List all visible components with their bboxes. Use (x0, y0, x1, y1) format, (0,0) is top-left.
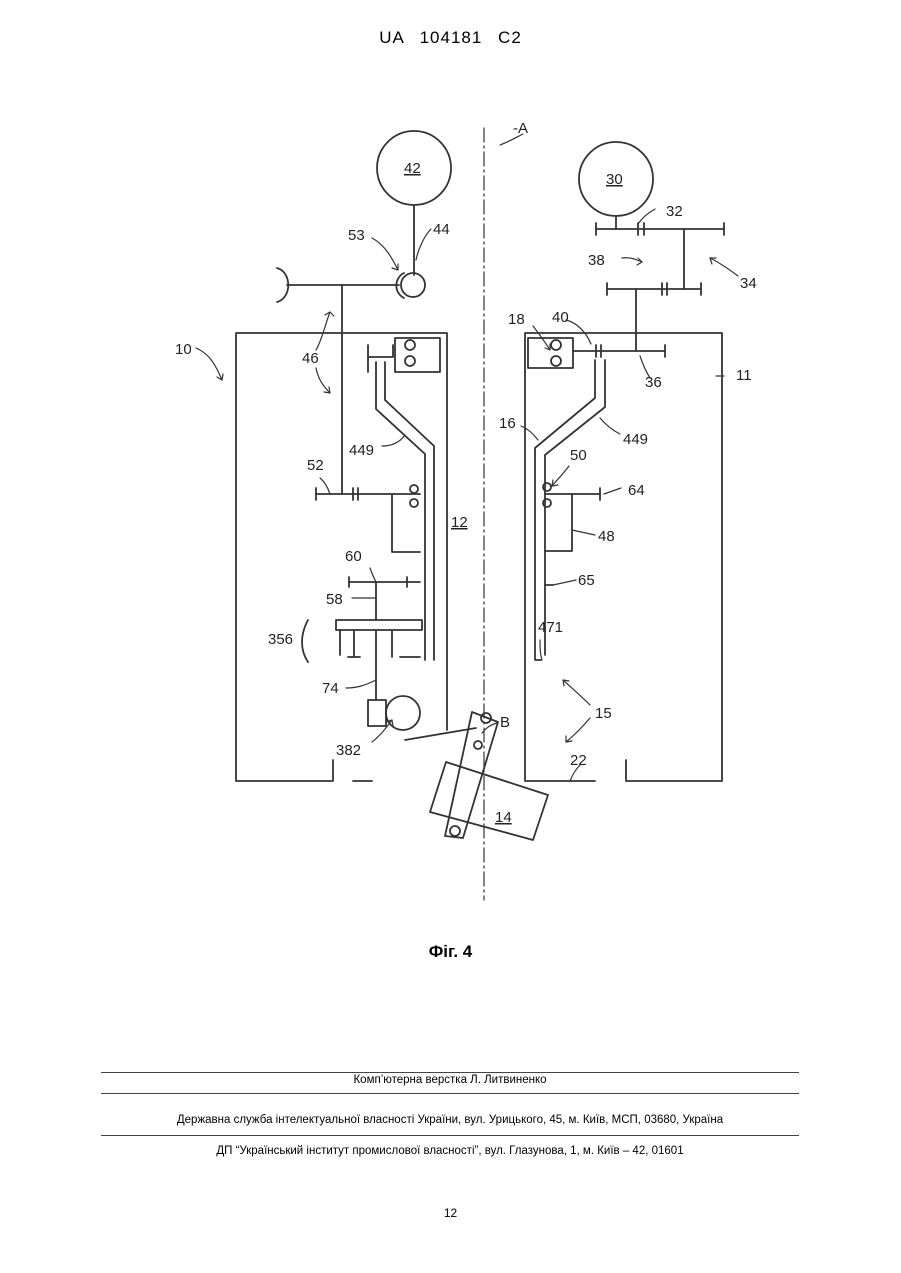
footer-agency-address: Державна служба інтелектуальної власност… (101, 1114, 799, 1126)
label-b: B (500, 714, 510, 731)
label-36: 36 (645, 374, 662, 391)
roller-frame-left (395, 338, 440, 372)
label-22: 22 (570, 752, 587, 769)
label-44: 44 (433, 221, 450, 238)
top-left-bracket (368, 345, 393, 372)
label-471: 471 (538, 619, 563, 636)
figure-drawing: -A 42 44 53 46 10 449 52 12 60 58 356 74… (0, 0, 901, 1000)
label-60: 60 (345, 548, 362, 565)
label-53: 53 (348, 227, 365, 244)
roller-right-2 (551, 356, 561, 366)
motor-382-block (368, 700, 386, 726)
roller-frame-right (528, 338, 573, 368)
footer-rule-2 (101, 1093, 799, 1094)
label-16: 16 (499, 415, 516, 432)
label-34: 34 (740, 275, 757, 292)
footer-typesetting: Комп’ютерна верстка Л. Литвиненко (101, 1074, 799, 1086)
roller-left-2 (405, 356, 415, 366)
label-38: 38 (588, 252, 605, 269)
right-chute-inner (535, 360, 595, 660)
figure-caption: Фіг. 4 (0, 942, 901, 962)
frame-lower-left (392, 494, 420, 552)
roller-52b (410, 499, 418, 507)
label-382: 382 (336, 742, 361, 759)
roller-left-1 (405, 340, 415, 350)
label-52: 52 (307, 457, 324, 474)
label-65: 65 (578, 572, 595, 589)
label-42: 42 (404, 160, 421, 177)
label-15: 15 (595, 705, 612, 722)
brace-356 (302, 620, 308, 662)
label-14: 14 (495, 809, 512, 826)
label-74: 74 (322, 680, 339, 697)
label-12: 12 (451, 514, 468, 531)
label-48: 48 (598, 528, 615, 545)
left-chute-inner (376, 362, 425, 660)
label-18: 18 (508, 311, 525, 328)
roller-right-1 (551, 340, 561, 350)
footer-institute-address: ДП “Український інститут промислової вла… (101, 1145, 799, 1157)
figure-4: -A 42 44 53 46 10 449 52 12 60 58 356 74… (0, 0, 901, 1000)
footer-rule-3 (101, 1135, 799, 1136)
label-40: 40 (552, 309, 569, 326)
label-30: 30 (606, 171, 623, 188)
label-449-left: 449 (349, 442, 374, 459)
motor-382 (386, 696, 420, 730)
block-14 (430, 762, 548, 840)
label-46: 46 (302, 350, 319, 367)
gear-53 (401, 273, 425, 297)
label-32: 32 (666, 203, 683, 220)
label-11: 11 (736, 367, 752, 384)
label-58: 58 (326, 591, 343, 608)
plate-356 (336, 620, 422, 630)
label-449-right: 449 (623, 431, 648, 448)
right-chute-outer (545, 360, 605, 655)
frame-48 (545, 494, 572, 551)
label-10: 10 (175, 341, 192, 358)
right-housing (525, 333, 722, 781)
label-356: 356 (268, 631, 293, 648)
roller-52a (410, 485, 418, 493)
label-50: 50 (570, 447, 587, 464)
label-64: 64 (628, 482, 645, 499)
footer-rule-1 (101, 1072, 799, 1073)
page-number: 12 (0, 1206, 901, 1220)
link-rod (405, 728, 476, 740)
label-axis-a: -A (513, 120, 528, 137)
